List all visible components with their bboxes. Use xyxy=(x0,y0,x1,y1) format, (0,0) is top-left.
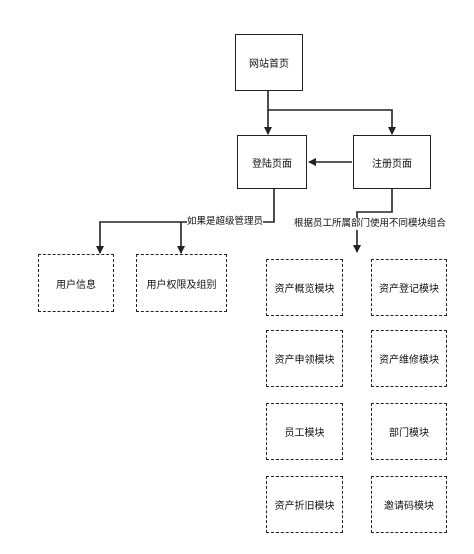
node-user-permissions: 用户权限及组别 xyxy=(136,254,227,312)
edge-register-modules xyxy=(353,189,393,253)
node-asset-register: 资产登记模块 xyxy=(371,259,447,316)
node-asset-overview-label: 资产概览模块 xyxy=(274,284,335,295)
node-asset-repair: 资产维修模块 xyxy=(371,330,447,387)
node-department-label: 部门模块 xyxy=(389,428,429,439)
node-login-label: 登陆页面 xyxy=(252,158,292,170)
node-login: 登陆页面 xyxy=(237,135,307,189)
node-register: 注册页面 xyxy=(353,135,431,189)
node-register-label: 注册页面 xyxy=(372,158,412,170)
edge-label-admin: 如果是超级管理员 xyxy=(187,216,264,228)
node-employee-label: 员工模块 xyxy=(284,428,325,439)
node-asset-depreciation-label: 资产折旧模块 xyxy=(274,501,335,512)
node-user-permissions-label: 用户权限及组别 xyxy=(146,279,217,291)
node-invitation-code: 邀请码模块 xyxy=(371,476,447,533)
node-user-info-label: 用户信息 xyxy=(56,279,96,291)
node-asset-repair-label: 资产维修模块 xyxy=(379,355,439,366)
node-asset-apply: 资产申领模块 xyxy=(266,330,343,387)
node-asset-apply-label: 资产申领模块 xyxy=(274,355,335,366)
node-employee: 员工模块 xyxy=(266,403,343,460)
node-asset-overview: 资产概览模块 xyxy=(266,259,343,316)
edge-label-department: 根据员工所属部门使用不同模块组合 xyxy=(294,218,447,230)
node-user-info: 用户信息 xyxy=(38,254,114,312)
node-homepage: 网站首页 xyxy=(235,34,303,91)
node-invitation-code-label: 邀请码模块 xyxy=(384,501,434,512)
node-asset-register-label: 资产登记模块 xyxy=(379,284,439,295)
node-homepage-label: 网站首页 xyxy=(249,59,289,70)
node-department: 部门模块 xyxy=(371,403,447,460)
node-asset-depreciation: 资产折旧模块 xyxy=(266,476,343,533)
edge-home-register xyxy=(268,109,396,135)
